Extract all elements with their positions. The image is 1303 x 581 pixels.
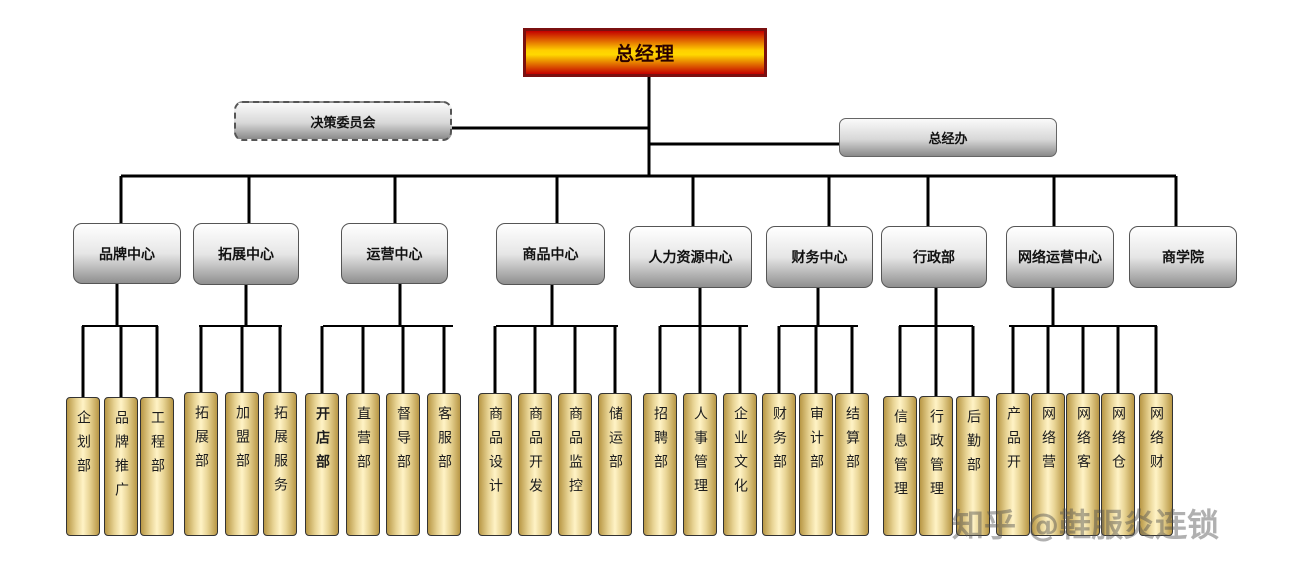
department-label: 工程部 — [149, 410, 165, 482]
department-label: 品牌推广 — [113, 410, 129, 506]
center-box-6: 财务中心 — [766, 226, 873, 288]
department-box: 信息管理 — [883, 396, 917, 536]
department-box: 商品开发 — [518, 393, 552, 536]
department-box: 直营部 — [346, 393, 380, 536]
center-box-2: 拓展中心 — [193, 223, 299, 285]
department-label: 结算部 — [844, 406, 860, 478]
department-label: 商品开发 — [527, 406, 543, 502]
department-box: 企划部 — [66, 397, 100, 536]
department-box: 行政管理 — [919, 396, 953, 536]
department-label: 督导部 — [395, 406, 411, 478]
center-box-4: 商品中心 — [496, 223, 605, 285]
department-box: 工程部 — [140, 397, 174, 536]
department-box: 审计部 — [799, 393, 833, 536]
department-box: 网络客 — [1066, 393, 1100, 536]
department-label: 客服部 — [436, 406, 452, 478]
department-box: 招聘部 — [643, 393, 677, 536]
department-box: 网络财 — [1139, 393, 1173, 536]
center-box-9: 商学院 — [1129, 226, 1237, 288]
department-box: 后勤部 — [956, 396, 990, 536]
department-label: 财务部 — [771, 406, 787, 478]
department-label: 网络仓 — [1110, 406, 1126, 478]
department-label: 行政管理 — [928, 409, 944, 505]
department-box: 人事管理 — [683, 393, 717, 536]
department-label: 网络客 — [1075, 406, 1091, 478]
watermark-text: 知乎 @鞋服炎连锁 — [952, 506, 1220, 544]
department-label: 企业文化 — [732, 406, 748, 502]
center-box-8: 网络运营中心 — [1006, 226, 1114, 288]
department-box: 商品设计 — [478, 393, 512, 536]
department-box: 商品监控 — [558, 393, 592, 536]
department-label: 审计部 — [808, 406, 824, 478]
department-label: 网络营 — [1040, 406, 1056, 478]
center-box-3: 运营中心 — [341, 223, 448, 284]
department-label: 信息管理 — [892, 409, 908, 505]
department-box: 督导部 — [386, 393, 420, 536]
department-label: 商品设计 — [487, 406, 503, 502]
department-box: 拓展部 — [184, 392, 218, 536]
gm-office-box: 总经办 — [839, 118, 1057, 157]
department-box: 网络仓 — [1101, 393, 1135, 536]
department-box: 拓展服务 — [263, 392, 297, 536]
department-label: 拓展服务 — [272, 405, 288, 501]
department-label: 加盟部 — [234, 405, 250, 477]
department-box: 网络营 — [1031, 393, 1065, 536]
department-box: 储运部 — [598, 393, 632, 536]
general-manager-box: 总经理 — [523, 28, 767, 77]
department-box: 结算部 — [835, 393, 869, 536]
department-label: 网络财 — [1148, 406, 1164, 478]
department-box: 企业文化 — [723, 393, 757, 536]
department-label: 开店部 — [314, 406, 330, 478]
department-label: 直营部 — [355, 406, 371, 478]
department-box: 财务部 — [762, 393, 796, 536]
department-label: 人事管理 — [692, 406, 708, 502]
decision-committee-box: 决策委员会 — [234, 101, 452, 141]
department-label: 商品监控 — [567, 406, 583, 502]
center-box-5: 人力资源中心 — [629, 226, 752, 288]
department-box: 开店部 — [305, 393, 339, 536]
department-box: 加盟部 — [225, 392, 259, 536]
center-box-7: 行政部 — [881, 226, 987, 288]
department-box: 品牌推广 — [104, 397, 138, 536]
department-box: 产品开 — [996, 393, 1030, 536]
department-box: 客服部 — [427, 393, 461, 536]
center-box-1: 品牌中心 — [73, 223, 181, 284]
department-label: 后勤部 — [965, 409, 981, 481]
department-label: 产品开 — [1005, 406, 1021, 478]
department-label: 招聘部 — [652, 406, 668, 478]
department-label: 拓展部 — [193, 405, 209, 477]
department-label: 企划部 — [75, 410, 91, 482]
department-label: 储运部 — [607, 406, 623, 478]
